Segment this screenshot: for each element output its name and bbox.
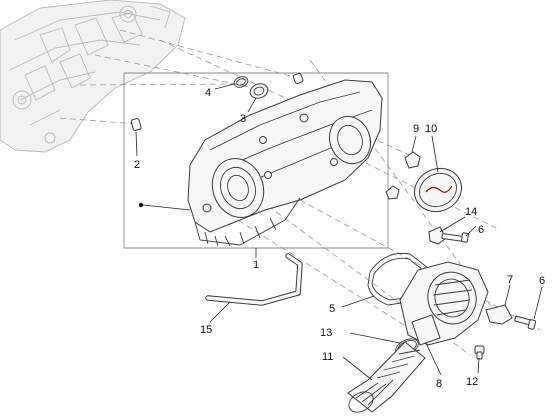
label-part-12: 12 bbox=[466, 376, 478, 388]
bellows-duct-11 bbox=[347, 341, 426, 413]
label-part-10: 10 bbox=[425, 123, 437, 135]
label-part-5: 5 bbox=[329, 303, 335, 315]
label-part-7: 7 bbox=[507, 274, 513, 286]
label-part-6-lower: 6 bbox=[539, 275, 545, 287]
label-part-15: 15 bbox=[200, 324, 212, 336]
label-part-2: 2 bbox=[134, 159, 140, 171]
oil-seal-3 bbox=[249, 83, 269, 99]
rod-15 bbox=[205, 253, 303, 306]
label-part-9: 9 bbox=[413, 123, 419, 135]
label-part-4: 4 bbox=[205, 87, 211, 99]
dowel-pin-2 bbox=[130, 118, 142, 131]
circlip-4 bbox=[233, 76, 249, 88]
cover-fixing-point bbox=[138, 202, 144, 208]
leader-lines bbox=[135, 83, 543, 381]
bolt-6-lower bbox=[514, 315, 537, 330]
label-part-11: 11 bbox=[322, 351, 333, 363]
bolt-6-upper bbox=[441, 232, 469, 243]
screw-12 bbox=[474, 345, 485, 360]
label-part-14: 14 bbox=[465, 206, 477, 218]
engine-crankcase-ghost bbox=[0, 0, 186, 153]
cap-9 bbox=[385, 151, 421, 200]
intake-cover-8 bbox=[399, 261, 489, 346]
label-part-1: 1 bbox=[253, 259, 259, 271]
label-part-3: 3 bbox=[240, 113, 246, 125]
part-number-labels: 1 2 3 4 5 6 6 7 8 9 10 11 12 13 14 15 bbox=[134, 87, 545, 390]
dowel-pin-top bbox=[292, 72, 304, 85]
transmission-cover bbox=[187, 79, 383, 247]
label-part-8: 8 bbox=[436, 378, 442, 390]
label-part-13: 13 bbox=[320, 327, 332, 339]
badge-cover-10 bbox=[414, 167, 462, 213]
label-part-6-upper: 6 bbox=[478, 224, 484, 236]
clamp-7 bbox=[485, 304, 513, 325]
